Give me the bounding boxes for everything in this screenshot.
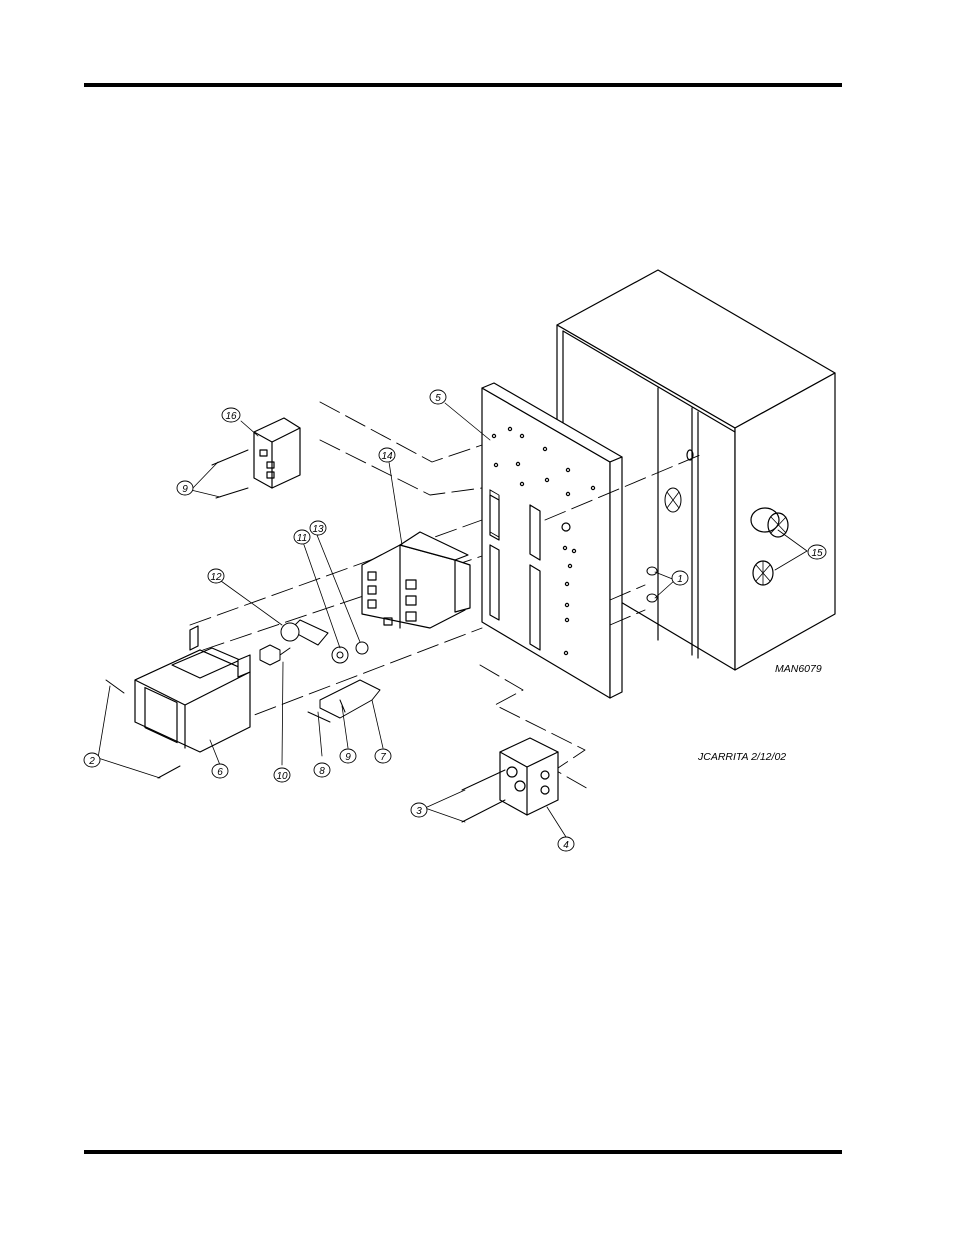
callout-balloons <box>83 389 827 852</box>
callout-6: 6 <box>217 767 223 778</box>
callout-1: 1 <box>677 574 683 585</box>
callout-10: 10 <box>276 771 288 782</box>
callout-5: 5 <box>435 393 441 404</box>
callout-4: 4 <box>563 840 569 851</box>
callout-3: 3 <box>416 806 422 817</box>
drawing-number: MAN6079 <box>775 663 822 675</box>
callout-14: 14 <box>381 451 393 462</box>
callout-16: 16 <box>225 411 237 422</box>
leader-lines <box>97 402 808 838</box>
callout-9-relay: 9 <box>182 484 188 495</box>
callout-7: 7 <box>380 752 386 763</box>
mounting-plate <box>481 382 623 699</box>
transformer-6 <box>134 625 251 753</box>
contactor-14 <box>361 531 471 629</box>
terminal-block-4 <box>499 737 559 816</box>
callout-numbers: 1 2 3 4 5 6 7 8 9 9 10 11 12 13 14 15 16 <box>88 393 823 851</box>
small-hardware <box>105 449 658 823</box>
callout-13: 13 <box>312 524 324 535</box>
callout-11: 11 <box>297 533 307 544</box>
footer-rule <box>84 1150 842 1154</box>
author-stamp: JCARRITA 2/12/02 <box>697 751 786 763</box>
callout-2: 2 <box>88 756 95 767</box>
callout-9-bracket: 9 <box>345 752 351 763</box>
assembly-center-lines <box>189 401 701 791</box>
header-rule <box>84 83 842 87</box>
callout-12: 12 <box>210 572 222 583</box>
callout-8: 8 <box>319 766 325 777</box>
relay-16 <box>253 417 301 489</box>
callout-15: 15 <box>811 548 823 559</box>
